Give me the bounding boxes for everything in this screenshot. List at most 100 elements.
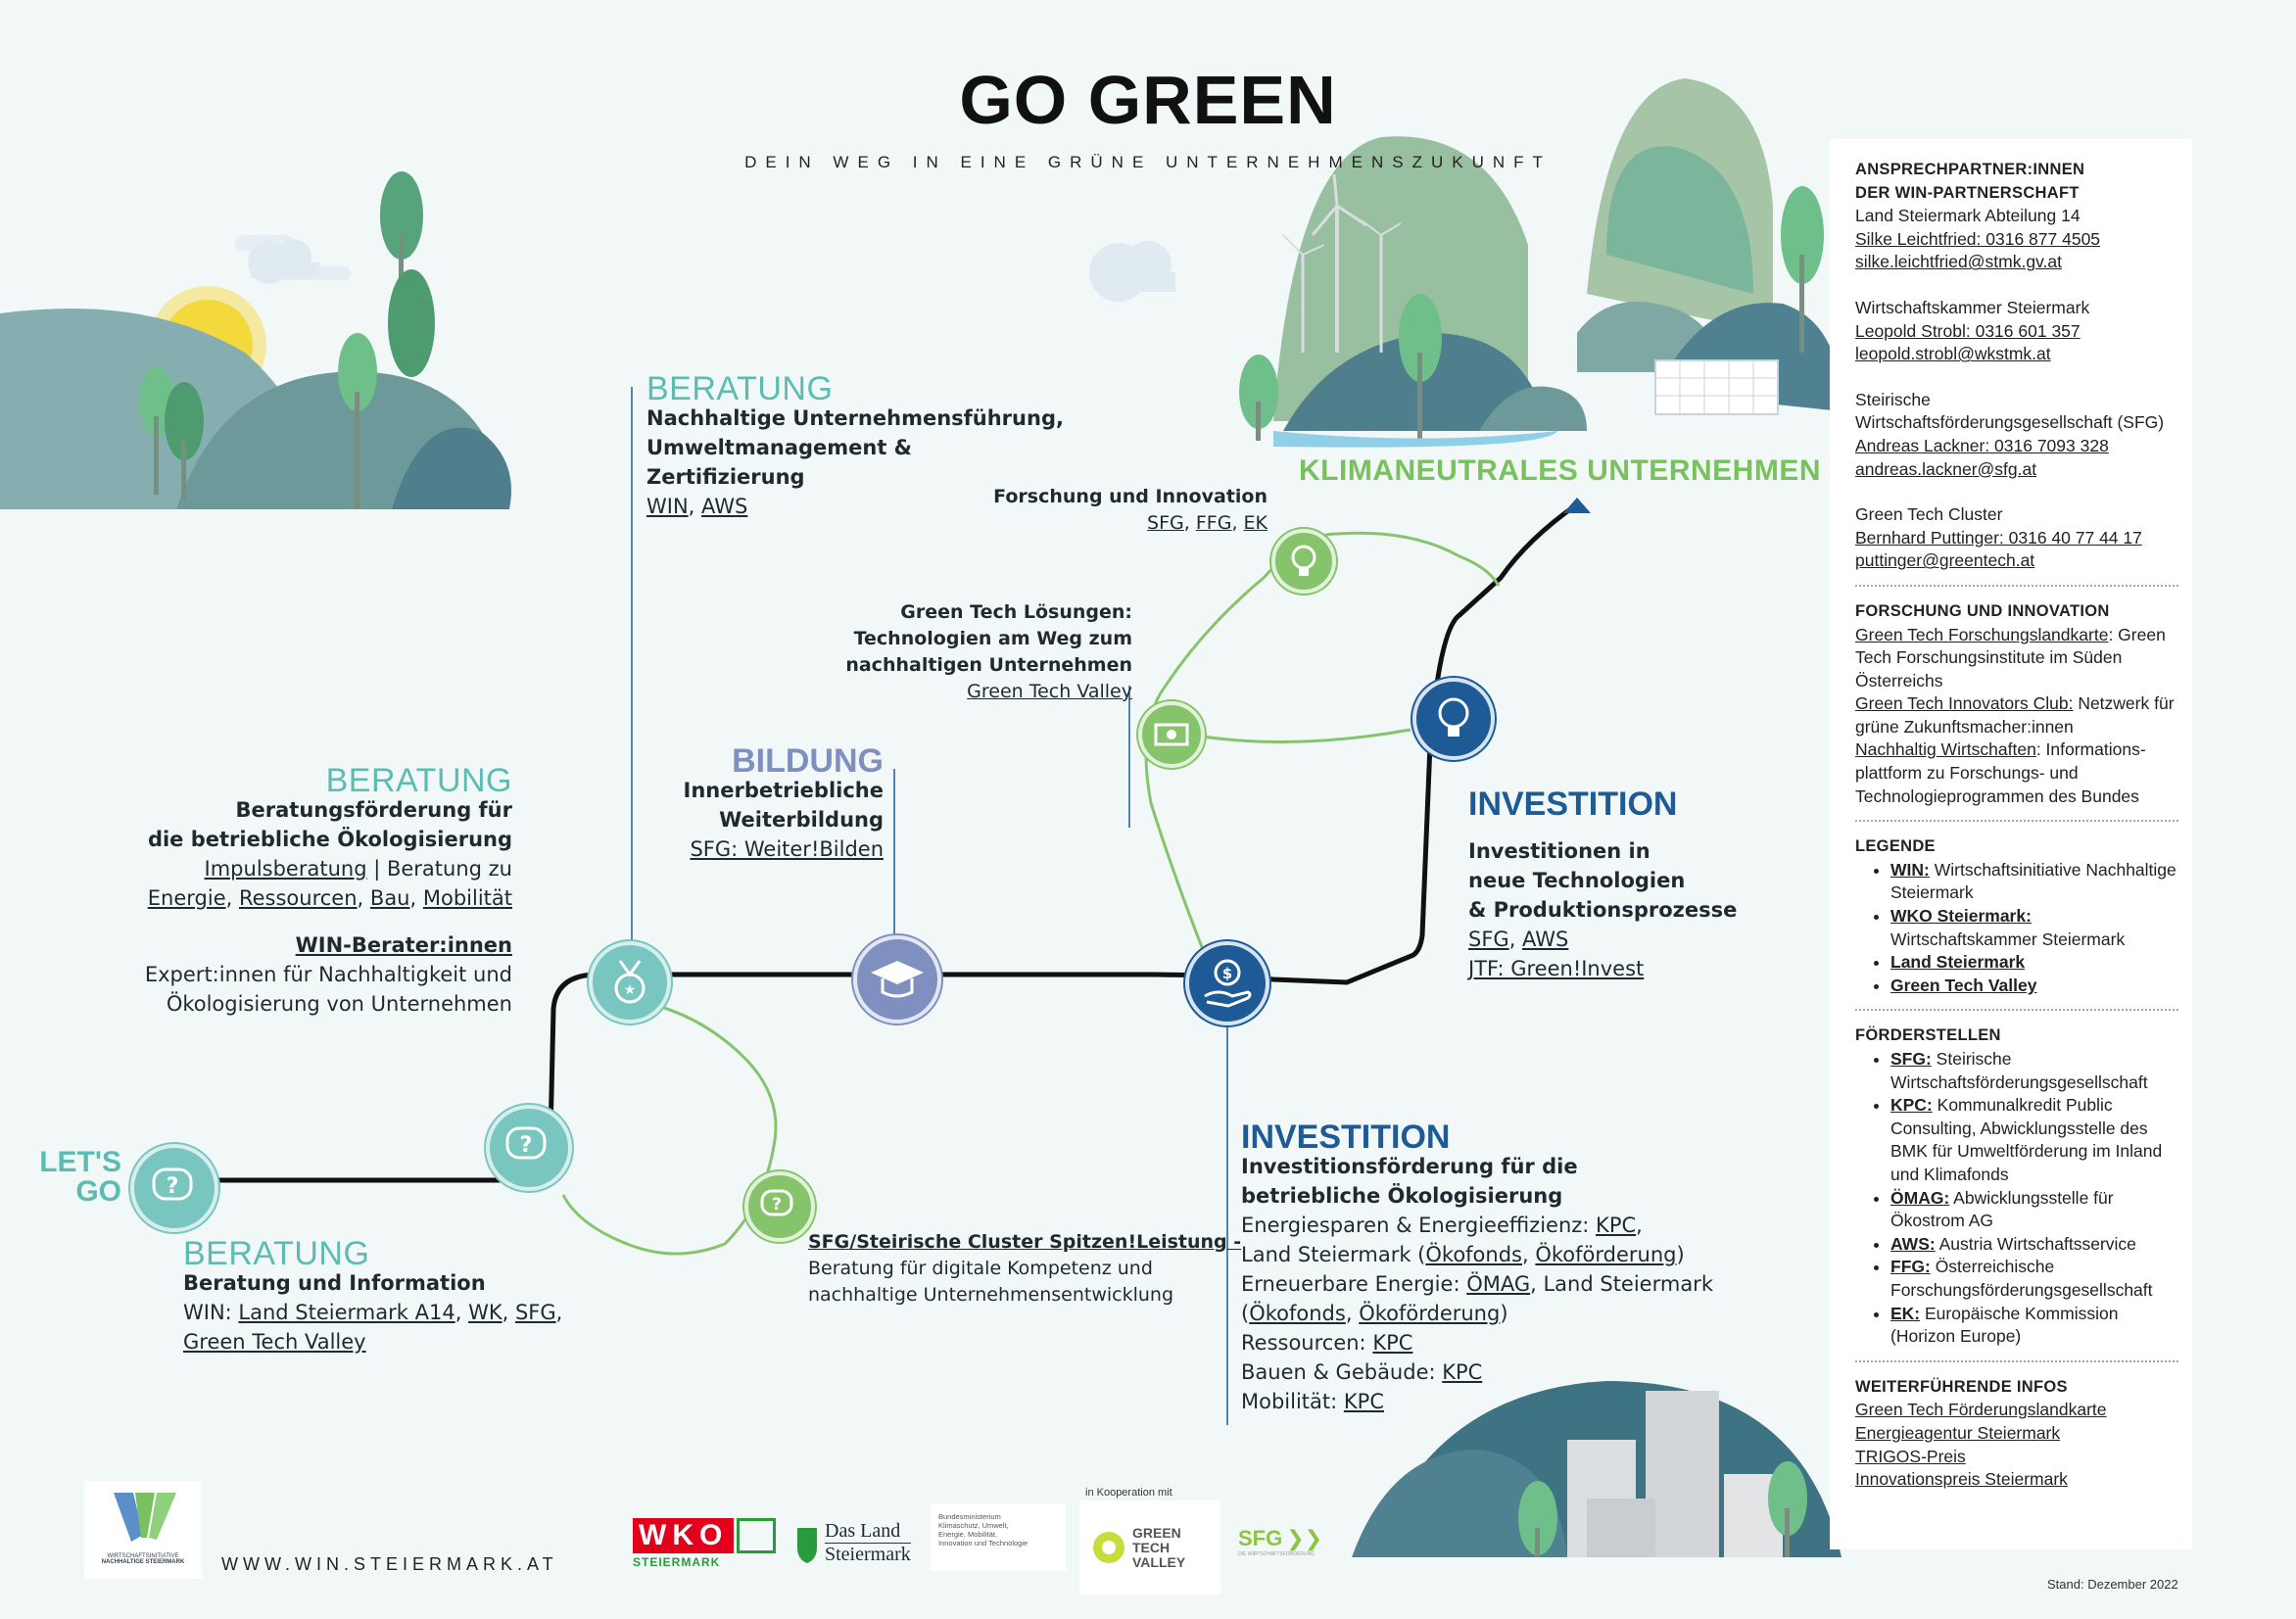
sep: ,	[555, 1301, 563, 1324]
cluster-node[interactable]: ?	[744, 1171, 815, 1242]
contact-person[interactable]: Silke Leichtfried: 0316 877 4505	[1855, 228, 2101, 249]
bildung-node[interactable]	[853, 935, 941, 1024]
funder-item: ÖMAG: Abwicklungsstelle für Ökostrom AG	[1890, 1187, 2178, 1233]
legend-key[interactable]: Land Steiermark	[1890, 952, 2026, 973]
page-title: GO GREEN	[959, 62, 1337, 138]
link-sfg[interactable]: SFG	[514, 1301, 556, 1324]
more-info-link[interactable]: Green Tech Förderungslandkarte	[1855, 1400, 2107, 1420]
link-mobilitaet[interactable]: Mobilität	[422, 886, 512, 910]
link-sfg[interactable]: SFG	[1147, 512, 1184, 534]
beratung-node[interactable]: ?	[486, 1105, 572, 1191]
link-kpc[interactable]: KPC	[1343, 1390, 1384, 1413]
link-oekofonds[interactable]: Ökofonds	[1249, 1302, 1346, 1325]
funders-list: SFG: Steirische Wirtschaftsförderungsges…	[1855, 1048, 2178, 1349]
more-info-link[interactable]: Energieagentur Steiermark	[1855, 1422, 2061, 1443]
legend-item: Land Steiermark	[1890, 951, 2178, 975]
link-nachhaltig-wirtschaften[interactable]: Nachhaltig Wirtschaften	[1855, 739, 2036, 760]
contact-person[interactable]: Bernhard Puttinger: 0316 40 77 44 17	[1855, 527, 2142, 548]
link-innovators-club[interactable]: Green Tech Innovators Club:	[1855, 693, 2074, 714]
link-win[interactable]: WIN	[646, 495, 689, 518]
funder-key[interactable]: KPC:	[1890, 1095, 1933, 1116]
contact-email[interactable]: andreas.lackner@sfg.at	[1855, 458, 2037, 479]
link-green-tech-valley[interactable]: Green Tech Valley	[967, 681, 1132, 702]
link-ek[interactable]: EK	[1243, 512, 1268, 534]
win-berater-title[interactable]: WIN-Berater:innen	[295, 933, 512, 957]
link-kpc[interactable]: KPC	[1442, 1360, 1483, 1384]
link-kpc[interactable]: KPC	[1596, 1214, 1637, 1237]
link-land-steiermark-a14[interactable]: Land Steiermark A14	[238, 1301, 455, 1324]
land-line1: Das Land	[825, 1520, 911, 1544]
funder-key[interactable]: FFG:	[1890, 1257, 1931, 1277]
beratung-foerderung-block: BERATUNG Beratungsförderung für die betr…	[127, 764, 512, 1019]
beratung-nachhaltig-block: BERATUNG Nachhaltige Unternehmensführung…	[646, 370, 1064, 521]
contact-org: Land Steiermark Abteilung 14	[1855, 206, 2081, 226]
contact-person[interactable]: Andreas Lackner: 0316 7093 328	[1855, 435, 2109, 455]
funder-key[interactable]: SFG:	[1890, 1049, 1932, 1069]
investition-node[interactable]: $	[1185, 941, 1269, 1025]
text: Ressourcen:	[1241, 1331, 1373, 1355]
beratung-nachhaltig-heading: BERATUNG	[646, 370, 834, 407]
contact-person[interactable]: Leopold Strobl: 0316 601 357	[1855, 320, 2081, 341]
more-info-link[interactable]: TRIGOS-Preis	[1855, 1446, 1966, 1466]
wko-text: WKO	[633, 1518, 735, 1553]
funder-key[interactable]: EK:	[1890, 1303, 1921, 1323]
link-impulsberatung[interactable]: Impulsberatung	[204, 857, 367, 881]
investition-top-sub2: neue Technologien	[1468, 869, 1686, 892]
footer-url[interactable]: WWW.WIN.STEIERMARK.AT	[221, 1554, 558, 1574]
text: Erneuerbare Energie:	[1241, 1272, 1467, 1296]
zertifizierung-node[interactable]: ★	[589, 941, 671, 1024]
link-sfg-weiterbilden[interactable]: SFG: Weiter!Bilden	[690, 837, 884, 861]
win-logo-line2: NACHHALTIGE STEIERMARK	[101, 1559, 185, 1565]
link-green-tech-valley[interactable]: Green Tech Valley	[183, 1330, 366, 1354]
money-bill-icon	[1154, 723, 1189, 746]
text: : Green Tech Forschungsinstitute im Süde…	[1855, 624, 2166, 690]
investition-tech-node[interactable]	[1412, 678, 1495, 760]
contact-email[interactable]: puttinger@greentech.at	[1855, 550, 2035, 571]
contacts-title-2: DER WIN-PARTNERSCHAFT	[1855, 183, 2080, 202]
link-oemag[interactable]: ÖMAG	[1466, 1272, 1531, 1296]
funder-key[interactable]: ÖMAG:	[1890, 1187, 1950, 1208]
sep: ,	[1522, 1243, 1536, 1266]
sep: ,	[1508, 928, 1523, 951]
link-oekofoerderung[interactable]: Ökoförderung	[1359, 1302, 1501, 1325]
greentech-node[interactable]	[1138, 701, 1205, 768]
start-label: LET'S GO	[35, 1148, 121, 1207]
contact-email[interactable]: silke.leichtfried@stmk.gv.at	[1855, 252, 2062, 272]
gtv-wordmark: GREEN TECH VALLEY	[1132, 1525, 1186, 1570]
contact-org: Green Tech Cluster	[1855, 504, 2003, 525]
legend-key[interactable]: WKO Steiermark:	[1890, 906, 2032, 927]
contact-email[interactable]: leopold.strobl@wkstmk.at	[1855, 344, 2051, 364]
link-aws[interactable]: AWS	[701, 495, 748, 518]
link-wk[interactable]: WK	[468, 1301, 502, 1324]
forschung-node[interactable]	[1271, 529, 1336, 594]
link-oekofoerderung[interactable]: Ökoförderung	[1535, 1243, 1677, 1266]
link-ressourcen[interactable]: Ressourcen	[238, 886, 358, 910]
greentech-sub2: Technologien am Weg zum	[853, 628, 1132, 649]
legend-key[interactable]: WIN:	[1890, 859, 1930, 880]
funder-key[interactable]: AWS:	[1890, 1233, 1936, 1254]
sfg-text: SFG	[1238, 1526, 1283, 1550]
more-info-title: WEITERFÜHRENDE INFOS	[1855, 1377, 2068, 1396]
link-ffg[interactable]: FFG	[1195, 512, 1232, 534]
link-oekofonds[interactable]: Ökofonds	[1425, 1243, 1522, 1266]
link-bau[interactable]: Bau	[369, 886, 410, 910]
link-aws[interactable]: AWS	[1522, 928, 1569, 951]
sidebar: ANSPRECHPARTNER:INNEN DER WIN-PARTNERSCH…	[1830, 139, 2192, 1549]
more-info-link[interactable]: Innovationspreis Steiermark	[1855, 1469, 2068, 1490]
text: )	[1676, 1243, 1685, 1266]
svg-text:$: $	[1222, 965, 1232, 982]
cluster-title[interactable]: SFG/Steirische Cluster Spitzen!Leistung …	[808, 1231, 1242, 1253]
start-node[interactable]: ?	[130, 1144, 218, 1232]
sfg-logo: SFG ❯❯ DIE WIRTSCHAFTSFÖRDERUNG	[1238, 1526, 1322, 1557]
link-jtf-green-invest[interactable]: JTF: Green!Invest	[1468, 957, 1645, 980]
legend-key[interactable]: Green Tech Valley	[1890, 975, 2037, 995]
link-kpc[interactable]: KPC	[1372, 1331, 1413, 1355]
main-path	[157, 501, 1579, 1183]
investition-bottom-block: INVESTITION Investitionsförderung für di…	[1241, 1120, 1713, 1416]
link-energie[interactable]: Energie	[147, 886, 226, 910]
link-sfg[interactable]: SFG	[1468, 928, 1509, 951]
link-forschungslandkarte[interactable]: Green Tech Forschungslandkarte	[1855, 624, 2109, 644]
contact-org: Wirtschaftsförderungsgesellschaft (SFG)	[1855, 412, 2165, 433]
gtv-line3: VALLEY	[1132, 1553, 1186, 1570]
